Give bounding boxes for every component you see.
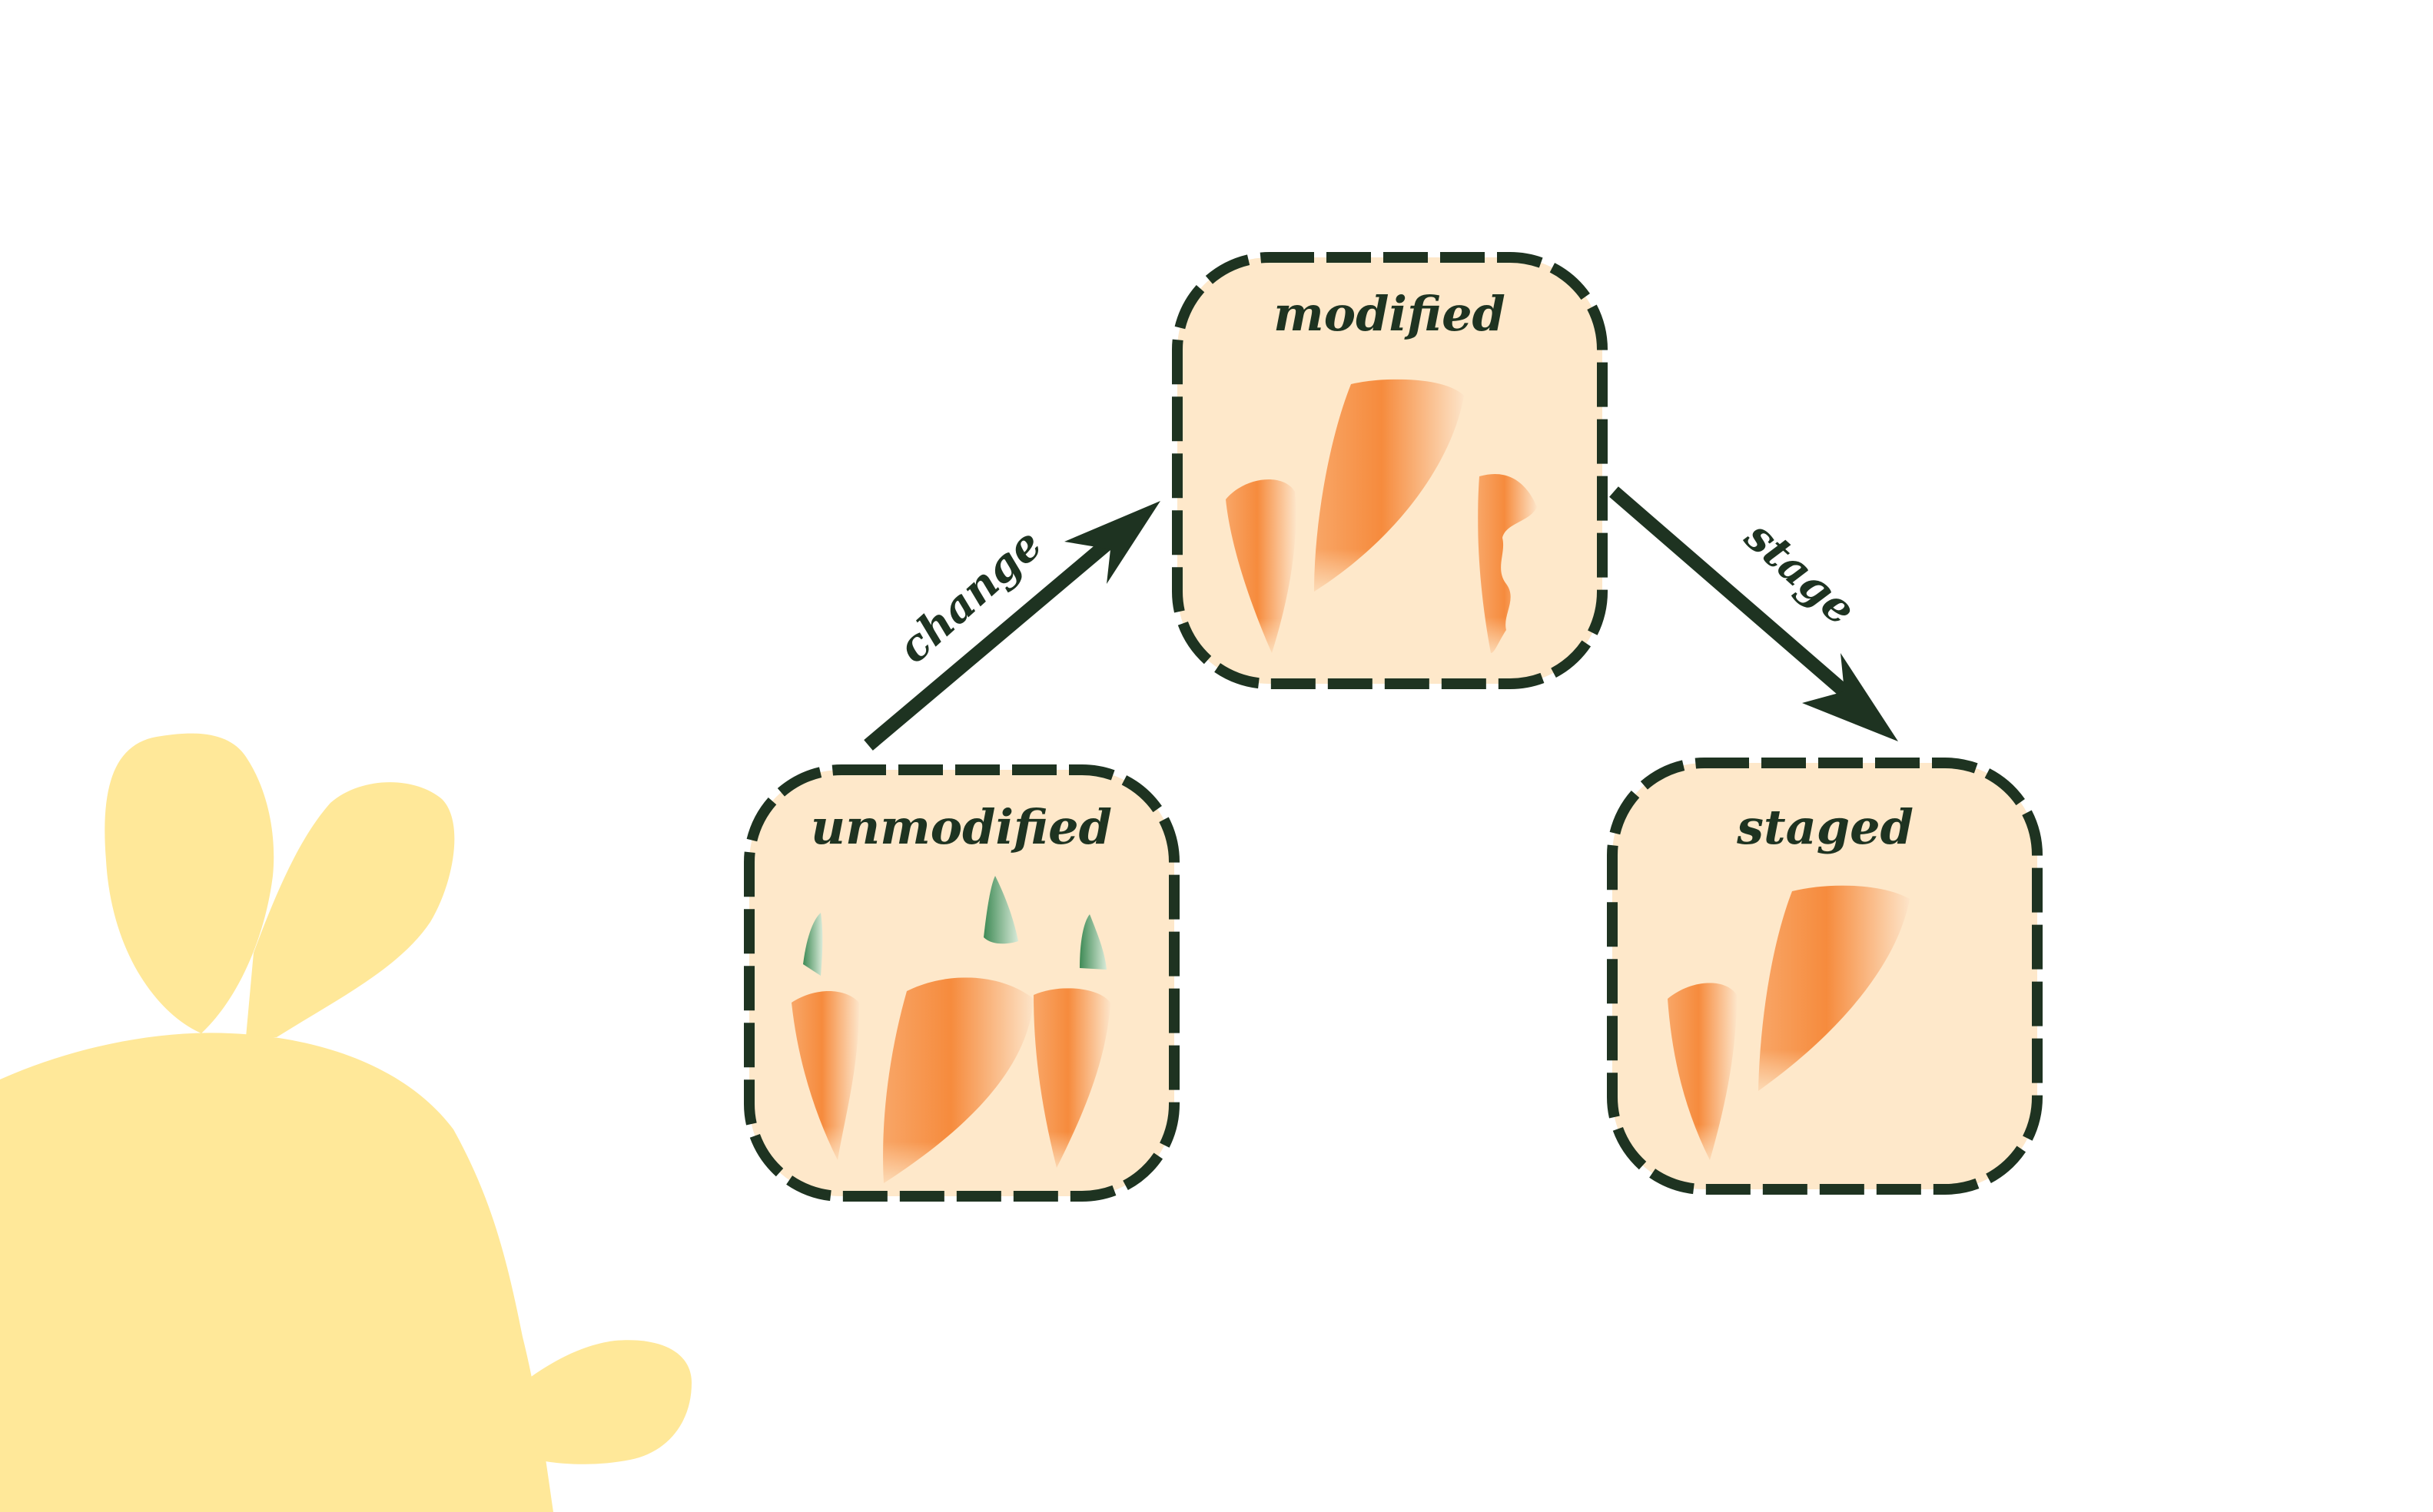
state-label: staged — [1736, 799, 1914, 855]
carrot-leaf-icon — [984, 876, 1018, 944]
carrot-icon — [1478, 473, 1537, 653]
carrot-leaf-icon — [1080, 914, 1107, 970]
state-label: modified — [1273, 286, 1505, 342]
state-modified: modified — [1172, 252, 1608, 689]
carrot-icon — [1314, 379, 1464, 592]
carrot-icon — [1668, 983, 1737, 1160]
carrot-icon — [1758, 885, 1910, 1091]
carrot-icon — [792, 991, 859, 1160]
state-staged: staged — [1607, 758, 2043, 1195]
carrot-icon — [883, 977, 1034, 1183]
state-unmodified: unmodified — [744, 764, 1180, 1202]
stage-arrow — [1609, 486, 1898, 741]
bunny-silhouette-icon — [0, 733, 692, 1512]
state-label: unmodified — [811, 799, 1112, 855]
change-arrow — [864, 501, 1160, 751]
carrot-icon — [1226, 479, 1296, 653]
carrot-leaf-icon — [803, 913, 823, 976]
carrot-icon — [1034, 988, 1110, 1168]
change-label: change — [888, 519, 1052, 674]
